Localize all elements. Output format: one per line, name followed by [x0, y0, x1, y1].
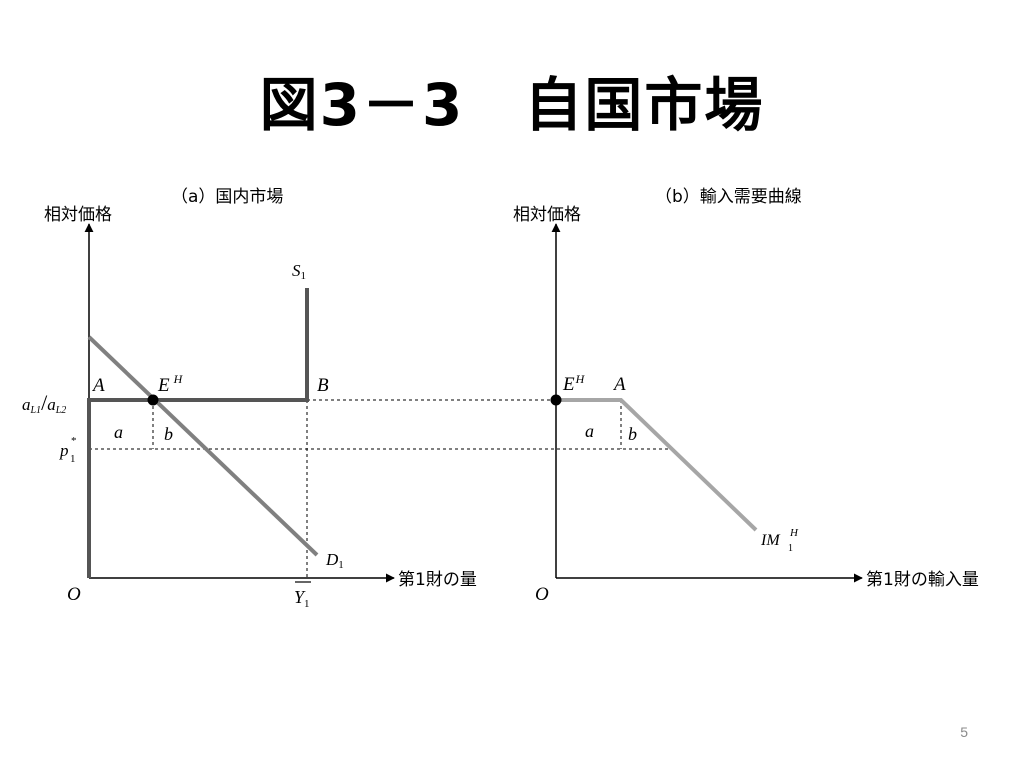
panel-b-origin-label: O: [535, 584, 549, 605]
slide-title: 図3－3 自国市場: [259, 71, 765, 139]
capacity-label: Y1: [294, 587, 310, 610]
area-b-label-a: b: [164, 424, 173, 444]
panel-b-x-axis-label: 第1財の輸入量: [866, 570, 979, 590]
panel-a-title: （a）国内市場: [171, 187, 283, 207]
page-number: 5: [960, 724, 968, 740]
demand-curve: [87, 335, 319, 557]
point-a-label-b: A: [612, 374, 626, 395]
equilibrium-point-b: [550, 394, 562, 406]
point-a-label: A: [91, 375, 105, 396]
area-b-label-b: b: [628, 424, 637, 444]
panel-b-title: （b）輸入需要曲線: [655, 187, 802, 207]
panel-b-import-demand: （b）輸入需要曲線 相対価格 第1財の輸入量 O EH A a b IM 1 H: [513, 187, 979, 605]
import-demand-subscript: 1: [788, 543, 793, 554]
demand-label: D1: [325, 550, 344, 571]
panel-b-y-axis-label: 相対価格: [513, 205, 581, 225]
equilibrium-point-a: [147, 394, 159, 406]
equilibrium-label-b: EH: [562, 372, 586, 395]
supply-curve: [87, 288, 309, 578]
price-ratio-label: aL1/aL2: [22, 390, 66, 416]
point-b-label: B: [317, 375, 329, 396]
import-demand-label: IM: [760, 532, 781, 549]
world-price-subscript: 1: [70, 453, 76, 465]
panel-a-y-axis-label: 相対価格: [44, 205, 112, 225]
import-demand-superscript: H: [789, 527, 799, 539]
panel-a-origin-label: O: [67, 584, 81, 605]
panel-a-x-axis-label: 第1財の量: [398, 570, 477, 590]
world-price-label: p: [59, 441, 69, 460]
area-a-label-b: a: [585, 421, 594, 441]
supply-label: S1: [292, 261, 306, 282]
area-a-label-a: a: [114, 422, 123, 442]
import-demand-curve: [556, 398, 758, 532]
world-price-superscript: *: [71, 435, 77, 447]
